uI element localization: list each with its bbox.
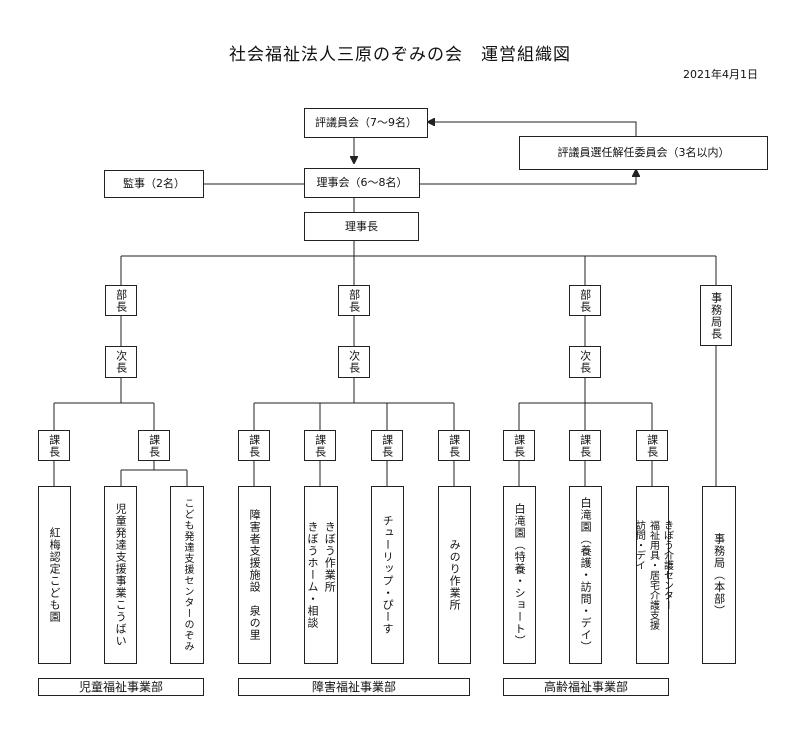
bucho-child-box: 部長 (105, 285, 137, 316)
facility-koubai: 紅梅認定こども園 (38, 486, 71, 664)
facility-label: 障害者支援施設 泉の里 (248, 509, 262, 641)
facility-tulip: チューリップ・ぴーす (371, 486, 404, 664)
facility-nozomi: こども発達支援センターのぞみ (170, 486, 204, 664)
facility-label: みのり作業所 (448, 539, 462, 611)
kacho-box: 課長 (304, 430, 336, 461)
facility-kohai: 児童発達支援事業こうばい (104, 486, 137, 664)
kacho-box: 課長 (636, 430, 668, 461)
facility-hakutaki-1: 白滝園（特養・ショート） (503, 486, 536, 664)
bucho-disability-box: 部長 (338, 285, 370, 316)
facility-label: 児童発達支援事業こうばい (114, 503, 128, 647)
auditor-box: 監事（2名） (104, 170, 204, 198)
facility-hakutaki-2: 白滝園（養護・訪問・デイ） (569, 486, 602, 664)
chairman-box: 理事長 (304, 212, 419, 241)
division-disability: 障害福祉事業部 (238, 678, 470, 696)
kacho-box: 課長 (238, 430, 270, 461)
council-box: 評議員会（7〜9名） (304, 108, 428, 138)
facility-label: 訪問・デイ (633, 520, 645, 570)
kacho-box: 課長 (569, 430, 601, 461)
division-child: 児童福祉事業部 (38, 678, 204, 696)
chart-title: 社会福祉法人三原のぞみの会 運営組織図 (229, 45, 571, 65)
kacho-box: 課長 (38, 430, 70, 461)
jimukyokucho-box: 事務局長 (700, 285, 732, 346)
kacho-box: 課長 (371, 430, 403, 461)
facility-label: きぼうホーム・相談 (306, 521, 319, 629)
kacho-box: 課長 (138, 430, 170, 461)
facility-label: 事務局（本部） (712, 533, 726, 617)
jicho-disability-box: 次長 (338, 346, 370, 378)
bucho-elderly-box: 部長 (569, 285, 601, 316)
facility-label: 福祉用具・居宅介護支援 (647, 520, 659, 630)
division-elderly: 高齢福祉事業部 (503, 678, 669, 696)
facility-izumi: 障害者支援施設 泉の里 (238, 486, 271, 664)
kacho-box: 課長 (438, 430, 470, 461)
facility-label-group: きぼう介護センター 福祉用具・居宅介護支援 訪問・デイ (633, 520, 673, 630)
facility-label: チューリップ・ぴーす (381, 515, 395, 635)
facility-kibou-care: きぼう介護センター 福祉用具・居宅介護支援 訪問・デイ (634, 486, 673, 664)
board-box: 理事会（6〜8名） (304, 168, 420, 198)
facility-jimukyoku: 事務局（本部） (702, 486, 736, 664)
facility-label: 白滝園（養護・訪問・デイ） (579, 497, 593, 653)
facility-minori: みのり作業所 (438, 486, 471, 664)
facility-kibou: きぼう作業所 きぼうホーム・相談 (304, 486, 338, 664)
facility-label: 紅梅認定こども園 (48, 527, 62, 623)
selection-committee-box: 評議員選任解任委員会（3名以内） (519, 136, 768, 170)
date-label: 2021年4月1日 (683, 68, 758, 81)
jicho-elderly-box: 次長 (569, 346, 601, 378)
facility-label: きぼう介護センター (661, 520, 673, 610)
facility-label: こども発達支援センターのぞみ (182, 498, 193, 652)
facility-label: きぼう作業所 (323, 521, 337, 593)
facility-label: 白滝園（特養・ショート） (513, 503, 527, 647)
facility-label-group: きぼう作業所 きぼうホーム・相談 (306, 521, 336, 629)
kacho-box: 課長 (503, 430, 535, 461)
jicho-child-box: 次長 (105, 346, 137, 378)
